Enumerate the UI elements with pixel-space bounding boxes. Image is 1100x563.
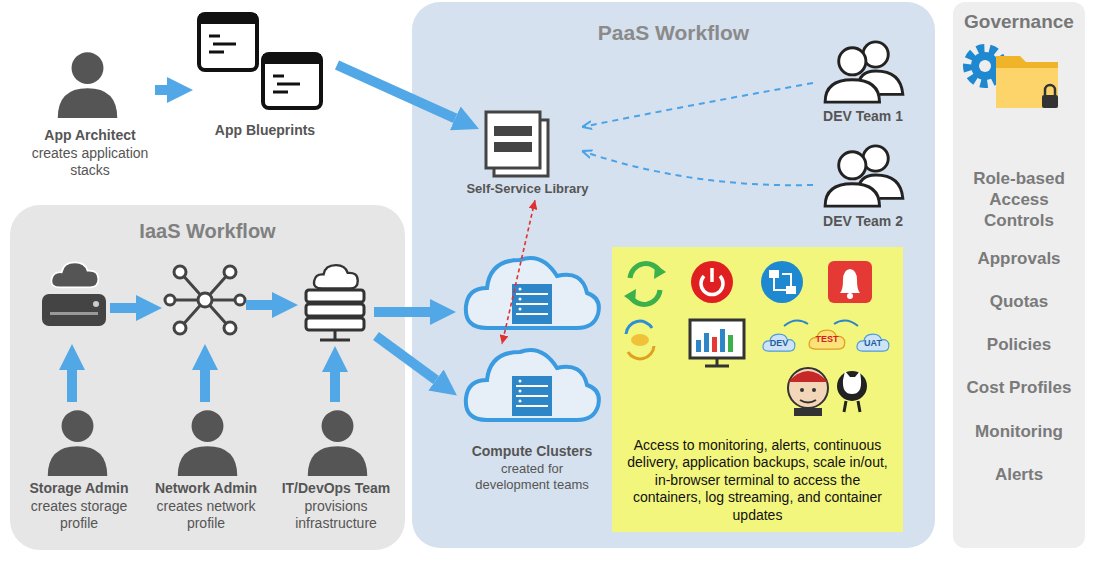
stage-label: TEST: [808, 334, 846, 344]
node-text: provisions infrastructure: [272, 498, 400, 533]
node-text: Policies: [987, 334, 1051, 355]
node-text: creates network profile: [142, 498, 270, 533]
node-text: Monitoring: [975, 421, 1063, 442]
flow-connector: [582, 151, 813, 185]
node-title: Self-Service Library: [466, 181, 588, 197]
node-text: created for development teams: [462, 461, 602, 494]
stage-label: UAT: [858, 338, 888, 348]
flow-connector: [502, 200, 535, 344]
node-title: App Blueprints: [215, 122, 315, 140]
flow-connector: [582, 83, 813, 127]
node-title: PaaS Workflow: [598, 20, 749, 46]
node-title: Access to monitoring, alerts, continuous…: [624, 437, 891, 525]
node-text: Role-based Access Controls: [953, 168, 1085, 232]
node-title: Network Admin: [155, 480, 257, 498]
node-text: Approvals: [977, 248, 1060, 269]
node-title: Compute Clusters: [472, 443, 593, 461]
node-text: creates storage profile: [18, 498, 140, 533]
node-title: Governance: [964, 10, 1074, 34]
node-title: Storage Admin: [29, 480, 128, 498]
flow-connector: [155, 85, 167, 95]
flow-connector: [337, 65, 455, 118]
node-text: Quotas: [990, 291, 1049, 312]
node-title: App Architect: [44, 127, 135, 145]
node-title: IT/DevOps Team: [282, 480, 391, 498]
node-title: DEV Team 2: [823, 213, 903, 231]
node-title: DEV Team 1: [823, 108, 903, 126]
node-text: Cost Profiles: [967, 377, 1072, 398]
node-title: IaaS Workflow: [139, 219, 275, 244]
node-text: Alerts: [995, 464, 1043, 485]
node-text: creates application stacks: [25, 145, 155, 180]
stage-label: DEV: [764, 338, 794, 348]
